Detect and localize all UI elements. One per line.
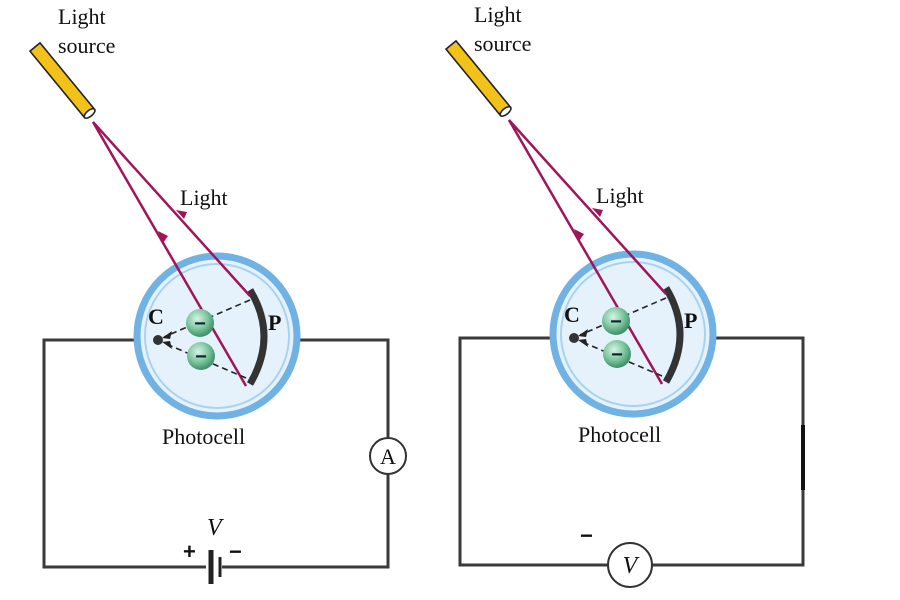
light-source-label-line2: source bbox=[58, 33, 115, 58]
voltmeter-minus-sign: − bbox=[580, 523, 593, 548]
left-cathode bbox=[153, 335, 163, 345]
plate-label: P bbox=[684, 308, 697, 333]
flashlight-icon bbox=[28, 41, 96, 119]
battery-voltage-label: V bbox=[207, 515, 224, 541]
battery-plus-sign: + bbox=[183, 539, 196, 564]
battery-icon bbox=[208, 550, 222, 584]
voltmeter-icon bbox=[607, 542, 653, 588]
left-panel: V + − A Light source Light bbox=[28, 4, 407, 584]
photocell-label: Photocell bbox=[162, 424, 245, 449]
light-source-label-line1: Light bbox=[474, 2, 522, 27]
right-panel: V − Light source Light bbox=[444, 2, 805, 588]
plate-label: P bbox=[268, 310, 281, 335]
cathode-label: C bbox=[564, 302, 580, 327]
photocell-label: Photocell bbox=[578, 422, 661, 447]
electron-icon bbox=[603, 340, 631, 368]
left-light-beam bbox=[91, 121, 251, 387]
light-label: Light bbox=[180, 185, 228, 210]
electron-charge-1: − bbox=[610, 311, 622, 333]
electron-icon bbox=[187, 342, 215, 370]
battery-minus-sign: − bbox=[229, 539, 242, 564]
right-collector-plate bbox=[662, 286, 684, 384]
electron-icon bbox=[186, 309, 214, 337]
left-circuit-wire bbox=[42, 338, 390, 569]
electron-charge-2: − bbox=[611, 344, 623, 366]
right-circuit-wire bbox=[458, 336, 805, 567]
light-label: Light bbox=[596, 183, 644, 208]
ammeter-label: A bbox=[380, 444, 396, 469]
right-cathode bbox=[569, 333, 579, 343]
cathode-label: C bbox=[148, 304, 164, 329]
right-light-beam bbox=[507, 119, 667, 385]
electron-charge-2: − bbox=[195, 346, 207, 368]
electron-charge-1: − bbox=[194, 313, 206, 335]
electron-icon bbox=[602, 307, 630, 335]
voltmeter-label: V bbox=[623, 553, 640, 579]
light-source-label-line2: source bbox=[474, 31, 531, 56]
ammeter-icon bbox=[369, 437, 407, 475]
left-collector-plate bbox=[246, 288, 268, 386]
light-source-label-line1: Light bbox=[58, 4, 106, 29]
flashlight-icon bbox=[444, 39, 512, 117]
